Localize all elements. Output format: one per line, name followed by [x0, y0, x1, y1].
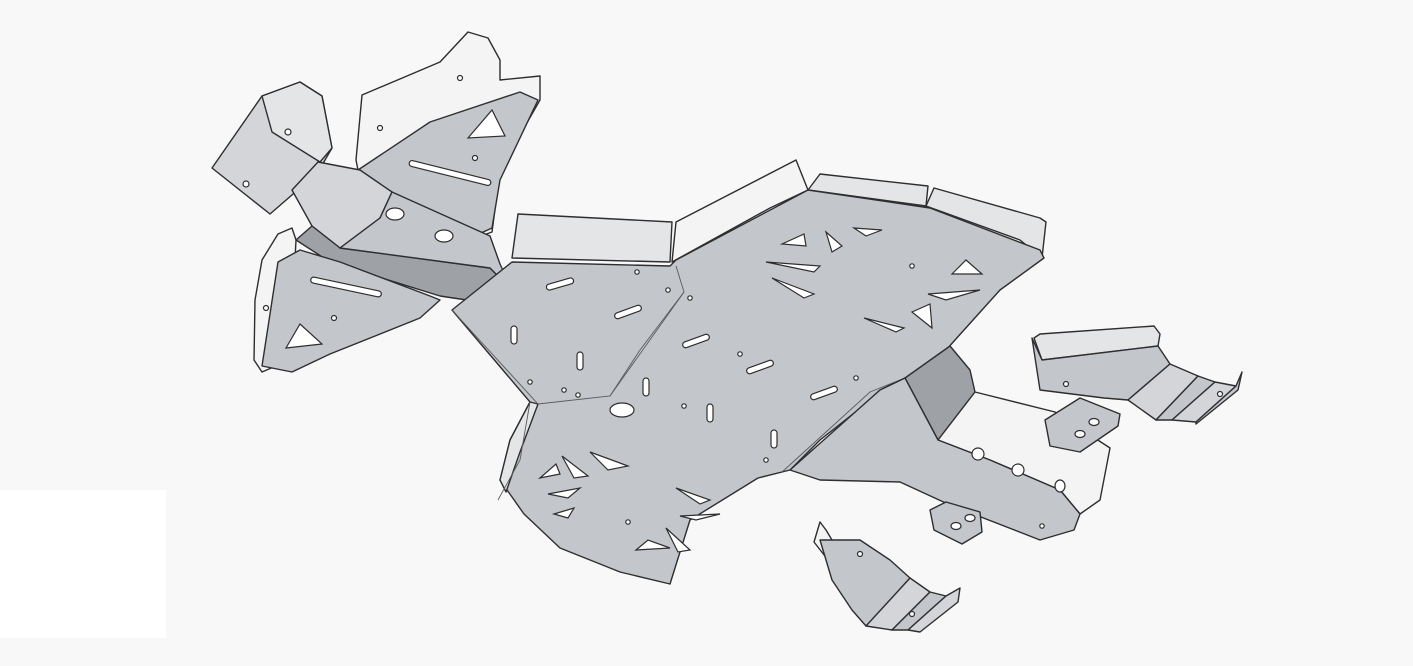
rear-a-arm-guard-left — [813, 521, 961, 633]
background-patch — [0, 490, 166, 638]
rear-a-arm-guard-right — [1031, 325, 1243, 425]
front-a-arm-guard-lower — [253, 227, 441, 373]
front-bumper-guard — [211, 81, 513, 306]
rear-channel — [789, 345, 1121, 545]
